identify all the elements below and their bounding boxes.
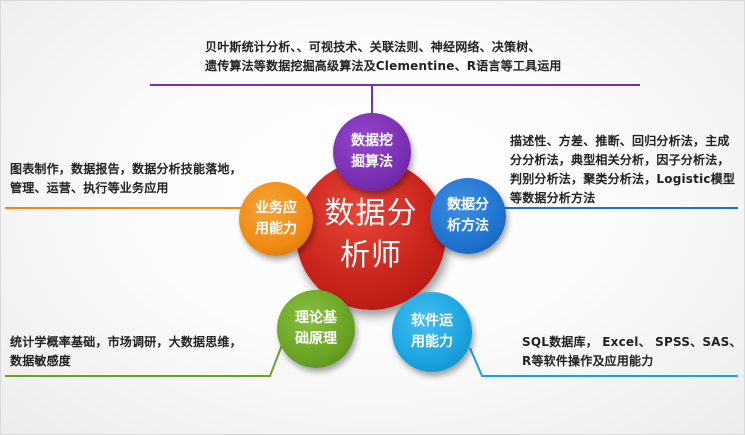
node-software-skills: 软件运 用能力	[392, 292, 472, 372]
connector-software	[469, 347, 738, 377]
desc-theory: 统计学概率基础，市场调研，大数据思维， 数据敏感度	[10, 335, 242, 368]
node-data-mining: 数据挖 掘算法	[333, 113, 411, 191]
connector-mining	[150, 84, 640, 115]
node-business-application: 业务应 用能力	[239, 182, 313, 256]
desc-business: 图表制作，数据报告，数据分析技能落地， 管理、运营、执行等业务应用	[10, 162, 242, 195]
desc-software: SQL数据库， Excel、 SPSS、SAS、 R等软件操作及应用能力	[522, 335, 742, 368]
connector-theory	[5, 344, 283, 377]
desc-mining: 贝叶斯统计分析、、可视技术、关联法则、神经网络、决策树、 遗传算法等数据挖掘高级…	[205, 40, 562, 73]
node-theory-basics: 理论基 础原理	[277, 290, 355, 368]
node-analysis-method: 数据分 析方法	[430, 178, 506, 254]
desc-method: 描述性、方差、推断、回归分析法，主成 分分析法，典型相关分析，因子分析法， 判别…	[510, 134, 736, 205]
